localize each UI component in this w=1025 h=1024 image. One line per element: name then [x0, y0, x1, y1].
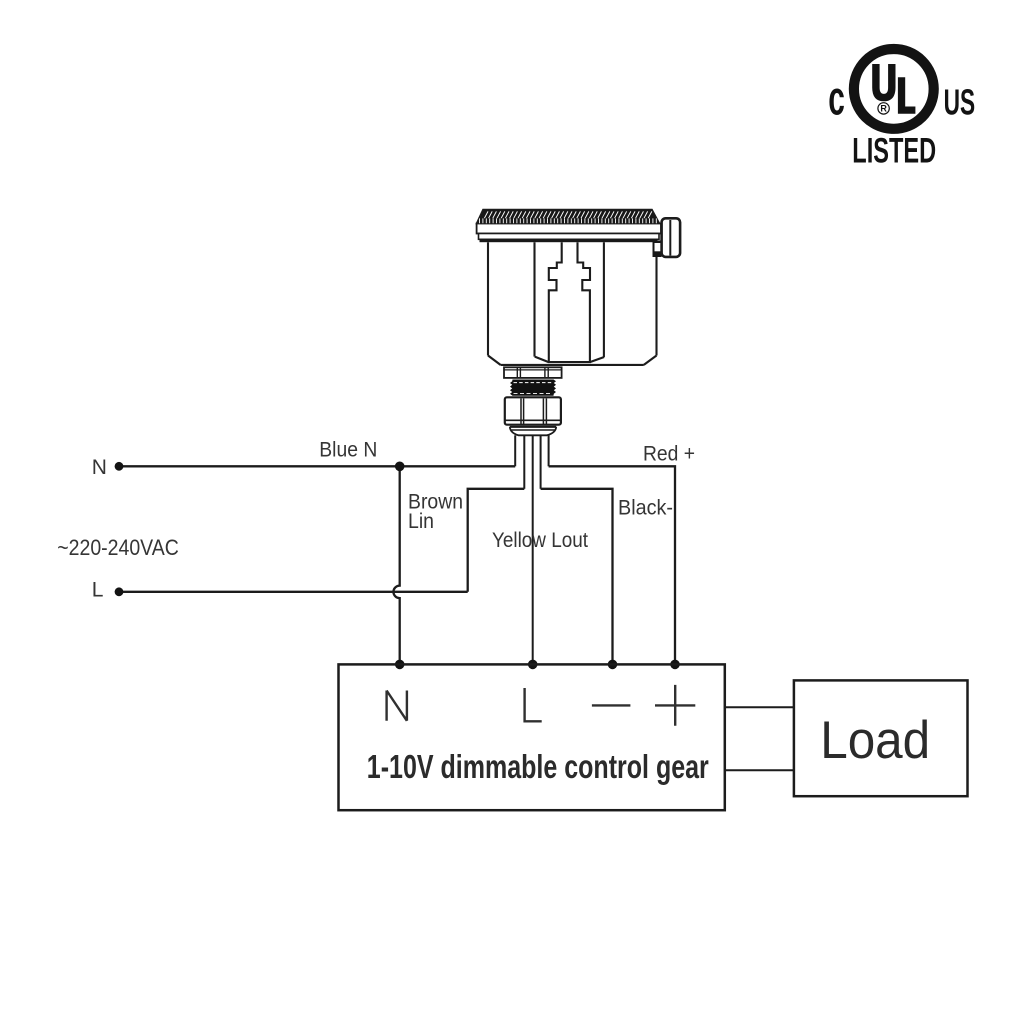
svg-text:R: R: [880, 104, 887, 114]
svg-text:Load: Load: [820, 711, 930, 770]
svg-text:LISTED: LISTED: [852, 132, 936, 171]
svg-text:Lin: Lin: [408, 510, 434, 533]
svg-text:Red +: Red +: [643, 443, 695, 466]
svg-text:Brown: Brown: [408, 490, 463, 513]
svg-text:Yellow Lout: Yellow Lout: [492, 529, 588, 552]
svg-text:L: L: [92, 578, 104, 601]
svg-text:Blue N: Blue N: [319, 439, 377, 462]
svg-text:~220-240VAC: ~220-240VAC: [57, 535, 179, 560]
svg-text:Black-: Black-: [618, 497, 673, 520]
svg-text:1-10V dimmable control gear: 1-10V dimmable control gear: [367, 749, 709, 786]
svg-text:c: c: [828, 73, 845, 126]
svg-text:N: N: [92, 456, 107, 479]
svg-text:US: US: [944, 82, 976, 123]
